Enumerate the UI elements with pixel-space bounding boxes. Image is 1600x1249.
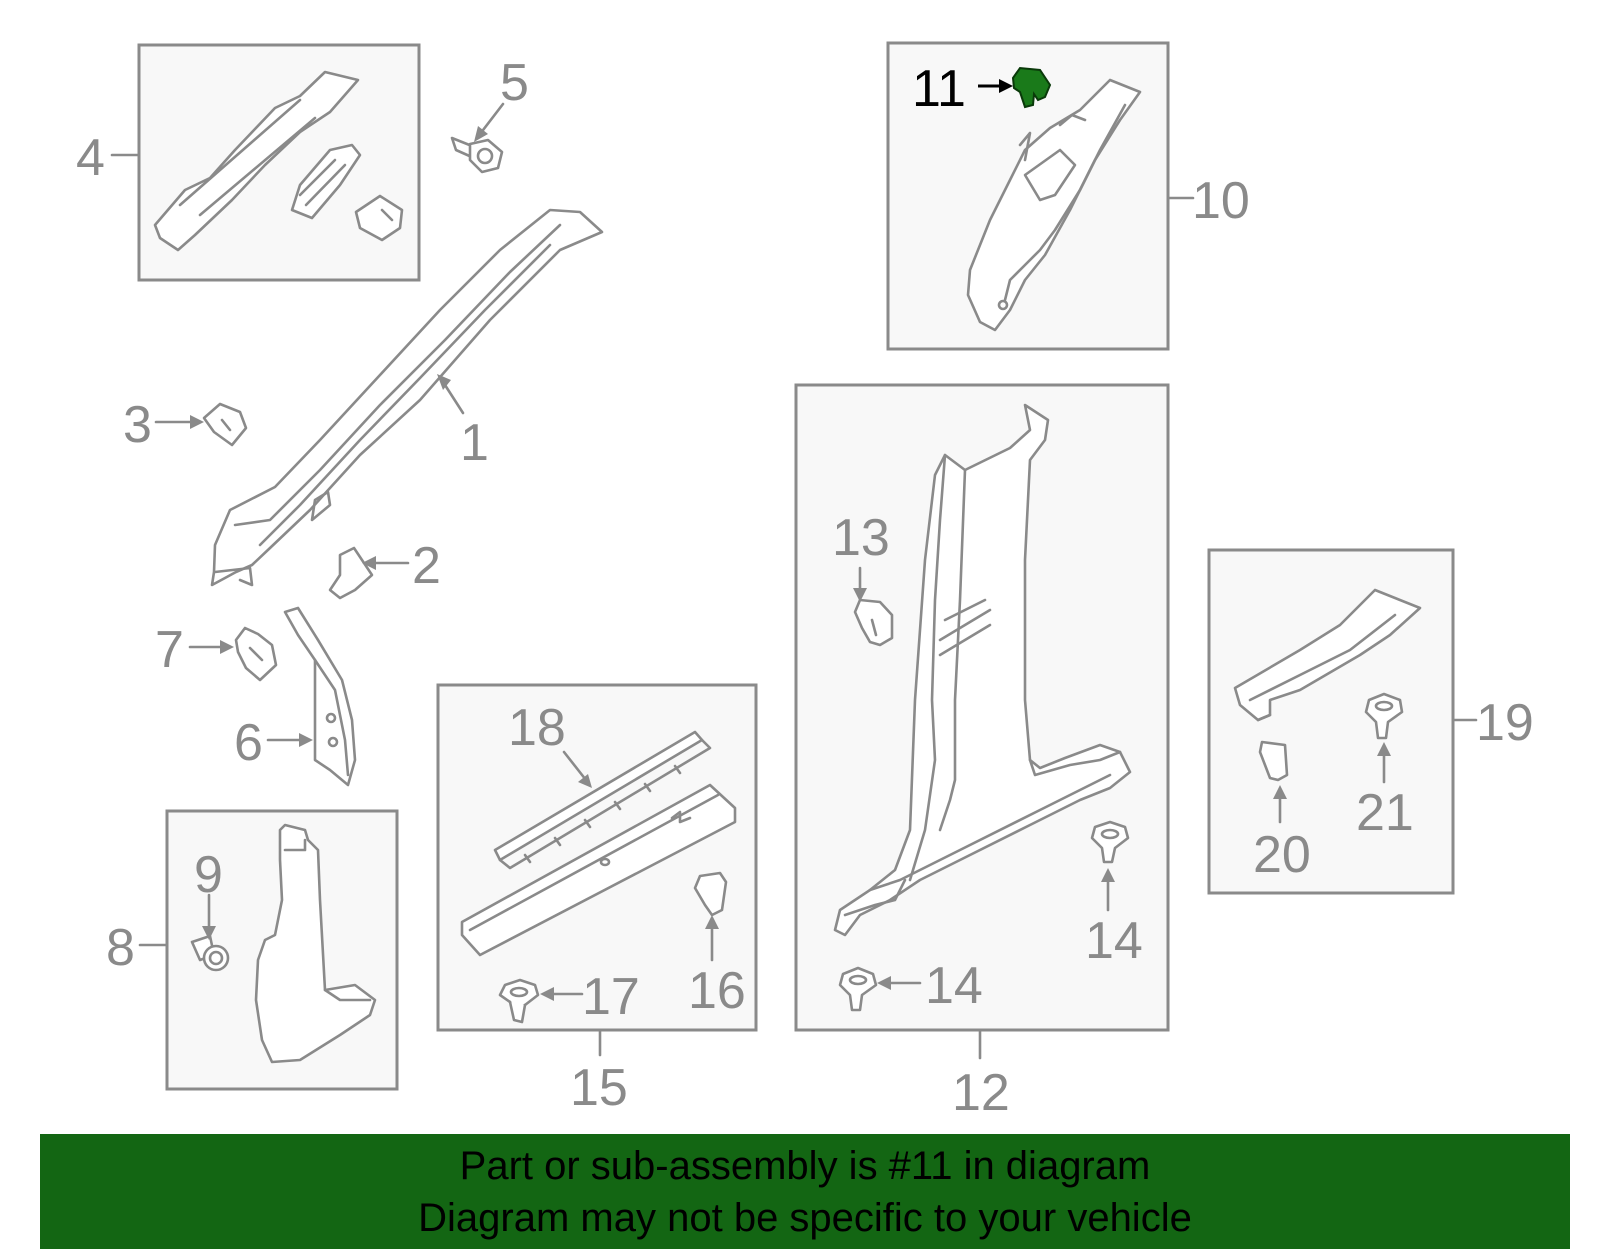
callout-1: 1 (460, 414, 489, 472)
callout-21: 21 (1356, 784, 1414, 842)
callout-14a: 14 (1085, 912, 1143, 970)
leader-1 (443, 383, 465, 415)
part-19-sill-trim (1233, 588, 1422, 722)
part-16-clip (693, 871, 728, 917)
callout-17: 17 (582, 968, 640, 1026)
part-8-kick-panel (254, 823, 377, 1064)
callout-16: 16 (688, 962, 746, 1020)
callout-19: 19 (1476, 694, 1534, 752)
part-14-push-pin-a (1090, 820, 1130, 864)
callout-14b: 14 (925, 957, 983, 1015)
leader-18 (562, 750, 588, 782)
part-7-clip (234, 626, 278, 682)
part-14-push-pin-b (838, 966, 878, 1012)
part-5-bolt (450, 136, 504, 174)
callout-2: 2 (412, 537, 441, 595)
callout-18: 18 (508, 699, 566, 757)
part-12-b-pillar-lower-trim (833, 403, 1132, 937)
part-17-push-pin (498, 978, 540, 1024)
callout-12: 12 (952, 1064, 1010, 1122)
callout-6: 6 (234, 714, 263, 772)
part-18-sill-strip (493, 730, 712, 870)
callout-8: 8 (106, 919, 135, 977)
part-10-upper-pillar-trim (966, 78, 1142, 332)
part-13-clip (853, 598, 894, 647)
callout-5: 5 (500, 54, 529, 112)
callout-9: 9 (194, 846, 223, 904)
group-box-19 (1207, 548, 1455, 895)
callout-13: 13 (832, 509, 890, 567)
banner-line-2: Diagram may not be specific to your vehi… (418, 1196, 1192, 1240)
part-21-push-pin (1364, 692, 1404, 740)
part-6-lower-trim (283, 606, 357, 787)
part-4-trim-strip (153, 70, 360, 252)
part-4-clip-a (290, 143, 362, 220)
callout-20: 20 (1253, 826, 1311, 884)
callout-4: 4 (76, 129, 105, 187)
leader-5 (478, 102, 505, 136)
part-11-clip-highlighted[interactable] (1011, 66, 1052, 109)
callout-7: 7 (155, 621, 184, 679)
callout-11: 11 (912, 60, 966, 118)
callout-15: 15 (570, 1059, 628, 1117)
info-banner: Part or sub-assembly is #11 in diagram D… (40, 1134, 1570, 1249)
part-3-clip (202, 402, 248, 447)
callout-3: 3 (123, 396, 152, 454)
part-20-clip (1258, 740, 1289, 782)
part-1-pillar-trim (210, 208, 604, 587)
part-4-clip-b (354, 194, 404, 242)
banner-line-1: Part or sub-assembly is #11 in diagram (459, 1144, 1151, 1188)
part-9-push-pin (190, 934, 230, 972)
part-2-clip (328, 546, 374, 600)
callout-10: 10 (1192, 172, 1250, 230)
part-15-scuff-plate (460, 783, 737, 957)
